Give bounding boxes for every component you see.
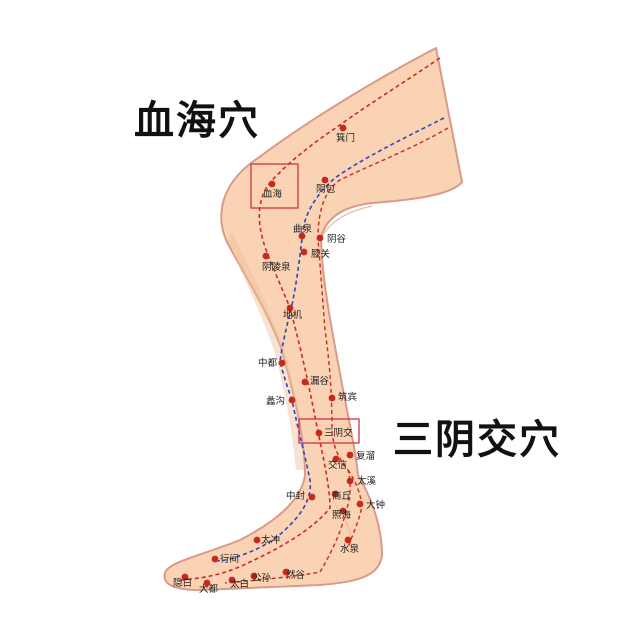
leg-shading [228, 232, 304, 470]
acupoint-zhongfeng: 中封 [286, 490, 316, 502]
sanyinjiao-highlight-box [298, 418, 360, 444]
knee-crease [320, 205, 373, 239]
acupoint-dot-diji [286, 304, 294, 312]
acupoint-dot-taichong [253, 536, 261, 544]
acupoint-label-sanyinjiao: 三阴交 [324, 427, 353, 439]
acupoint-label-ququan: 曲泉 [293, 223, 313, 235]
acupoint-dot-yinbao [321, 176, 329, 184]
acupoint-sanyinjiao: 三阴交 [315, 427, 353, 439]
acupoint-dot-zhongfeng [308, 493, 316, 501]
acupoint-dot-shangqiu [331, 490, 339, 498]
acupoint-dot-sanyinjiao [315, 429, 323, 437]
acupoint-label-ligou: 蠡沟 [266, 395, 285, 407]
acupoint-label-xingjian: 行间 [220, 553, 239, 565]
acupoint-label-jimen: 箕门 [336, 132, 355, 144]
acupoint-taixi: 太溪 [346, 475, 377, 487]
acupoint-label-shangqiu: 商丘 [332, 490, 352, 502]
acupoint-dot-gongsun [250, 572, 258, 580]
acupoint-dot-yinlingquan [262, 252, 270, 260]
acupoint-label-zhongfeng: 中封 [286, 490, 306, 502]
xuehai-title: 血海穴 [134, 98, 260, 144]
acupoint-xuehai: 血海 [263, 180, 283, 200]
acupoint-dot-zhongdu [278, 359, 286, 367]
acupoint-dot-yinbai [181, 573, 189, 581]
acupoint-lougu: 漏谷 [301, 375, 330, 387]
acupoint-diji: 地机 [283, 304, 303, 321]
acupoint-label-yinbai: 隐白 [173, 577, 192, 589]
acupoint-dot-ligou [288, 396, 296, 404]
acupoint-label-yingu: 阴谷 [327, 234, 347, 245]
acupoint-label-xuehai: 血海 [263, 188, 283, 200]
acupoint-dot-jimen [339, 124, 347, 132]
acupoint-dot-dadu [203, 579, 211, 587]
acupoint-xingjian: 行间 [211, 553, 239, 565]
acupoint-label-diji: 地机 [283, 309, 303, 321]
acupoint-jimen: 箕门 [336, 124, 355, 144]
acupoint-label-yinbao: 阴包 [316, 183, 336, 195]
sanyinjiao-title: 三阴交穴 [393, 417, 561, 463]
acupoint-dot-rangu [282, 568, 290, 576]
acupoint-label-fuliu: 复溜 [356, 450, 375, 462]
acupoint-ligou: 蠡沟 [266, 395, 296, 407]
acupoint-label-taixi: 太溪 [357, 475, 377, 487]
acupoint-xiguan: 膝关 [300, 248, 331, 260]
acupoint-jiaoxin: 交信 [328, 455, 347, 471]
kidney-meridian-line [224, 127, 449, 584]
acupoint-shuiquan: 水泉 [340, 536, 360, 555]
acupoint-yingu: 阴谷 [316, 234, 347, 245]
acupoint-dot-xingjian [211, 555, 219, 563]
acupoint-dot-shuiquan [344, 536, 352, 544]
acupoint-yinbao: 阴包 [316, 176, 336, 195]
acupoint-label-taichong: 太冲 [261, 534, 280, 546]
acupoint-label-zhaohai: 照海 [332, 509, 352, 521]
acupoint-label-zhongdu: 中都 [258, 357, 278, 369]
acupoint-label-xiguan: 膝关 [311, 248, 331, 260]
acupoint-label-gongsun: 公孙 [252, 572, 272, 584]
acupoint-label-jiaoxin: 交信 [328, 459, 347, 471]
acupoint-dot-xuehai [268, 180, 276, 188]
acupoint-dot-ququan [298, 232, 306, 240]
acupoint-dot-xiguan [300, 248, 308, 256]
xuehai-highlight-box [250, 163, 299, 209]
acupoint-taichong: 太冲 [253, 534, 280, 546]
acupoint-zhongdu: 中都 [258, 357, 286, 369]
acupoint-label-zhubin: 筑宾 [338, 391, 357, 403]
leg-shape [163, 47, 463, 591]
acupoint-label-dazhong: 大钟 [366, 499, 385, 511]
acupoint-dot-zhaohai [339, 507, 347, 515]
acupoint-label-yinlingquan: 阴陵泉 [262, 261, 291, 273]
acupoint-zhubin: 筑宾 [328, 391, 357, 403]
acupoint-taibai: 太白 [228, 576, 249, 590]
acupoint-dot-dazhong [356, 500, 364, 508]
acupoint-dot-taibai [228, 576, 236, 584]
acupoint-rangu: 然谷 [282, 568, 306, 581]
acupoint-dot-yingu [316, 234, 324, 242]
acupoint-dazhong: 大钟 [356, 499, 385, 511]
acupoint-zhaohai: 照海 [332, 507, 352, 521]
acupoint-label-shuiquan: 水泉 [340, 543, 360, 555]
acupoint-label-taibai: 太白 [230, 578, 249, 590]
acupoint-label-rangu: 然谷 [286, 569, 306, 581]
acupoint-ququan: 曲泉 [293, 223, 313, 240]
acupoint-dadu: 大都 [199, 579, 219, 595]
acupoint-label-lougu: 漏谷 [310, 375, 330, 387]
liver-meridian-line [212, 117, 445, 562]
acupoint-dot-lougu [301, 378, 309, 386]
acupoint-dot-zhubin [328, 394, 336, 402]
acupoint-yinbai: 隐白 [173, 573, 192, 589]
acupoint-yinlingquan: 阴陵泉 [262, 252, 291, 273]
acupoint-dot-taixi [346, 477, 354, 485]
acupoint-dot-jiaoxin [332, 455, 340, 463]
acupoint-label-dadu: 大都 [199, 583, 219, 595]
acupoint-gongsun: 公孙 [250, 572, 272, 584]
acupoint-dot-fuliu [346, 451, 354, 459]
acupoint-fuliu: 复溜 [346, 450, 375, 462]
acupoint-shangqiu: 商丘 [331, 490, 352, 502]
